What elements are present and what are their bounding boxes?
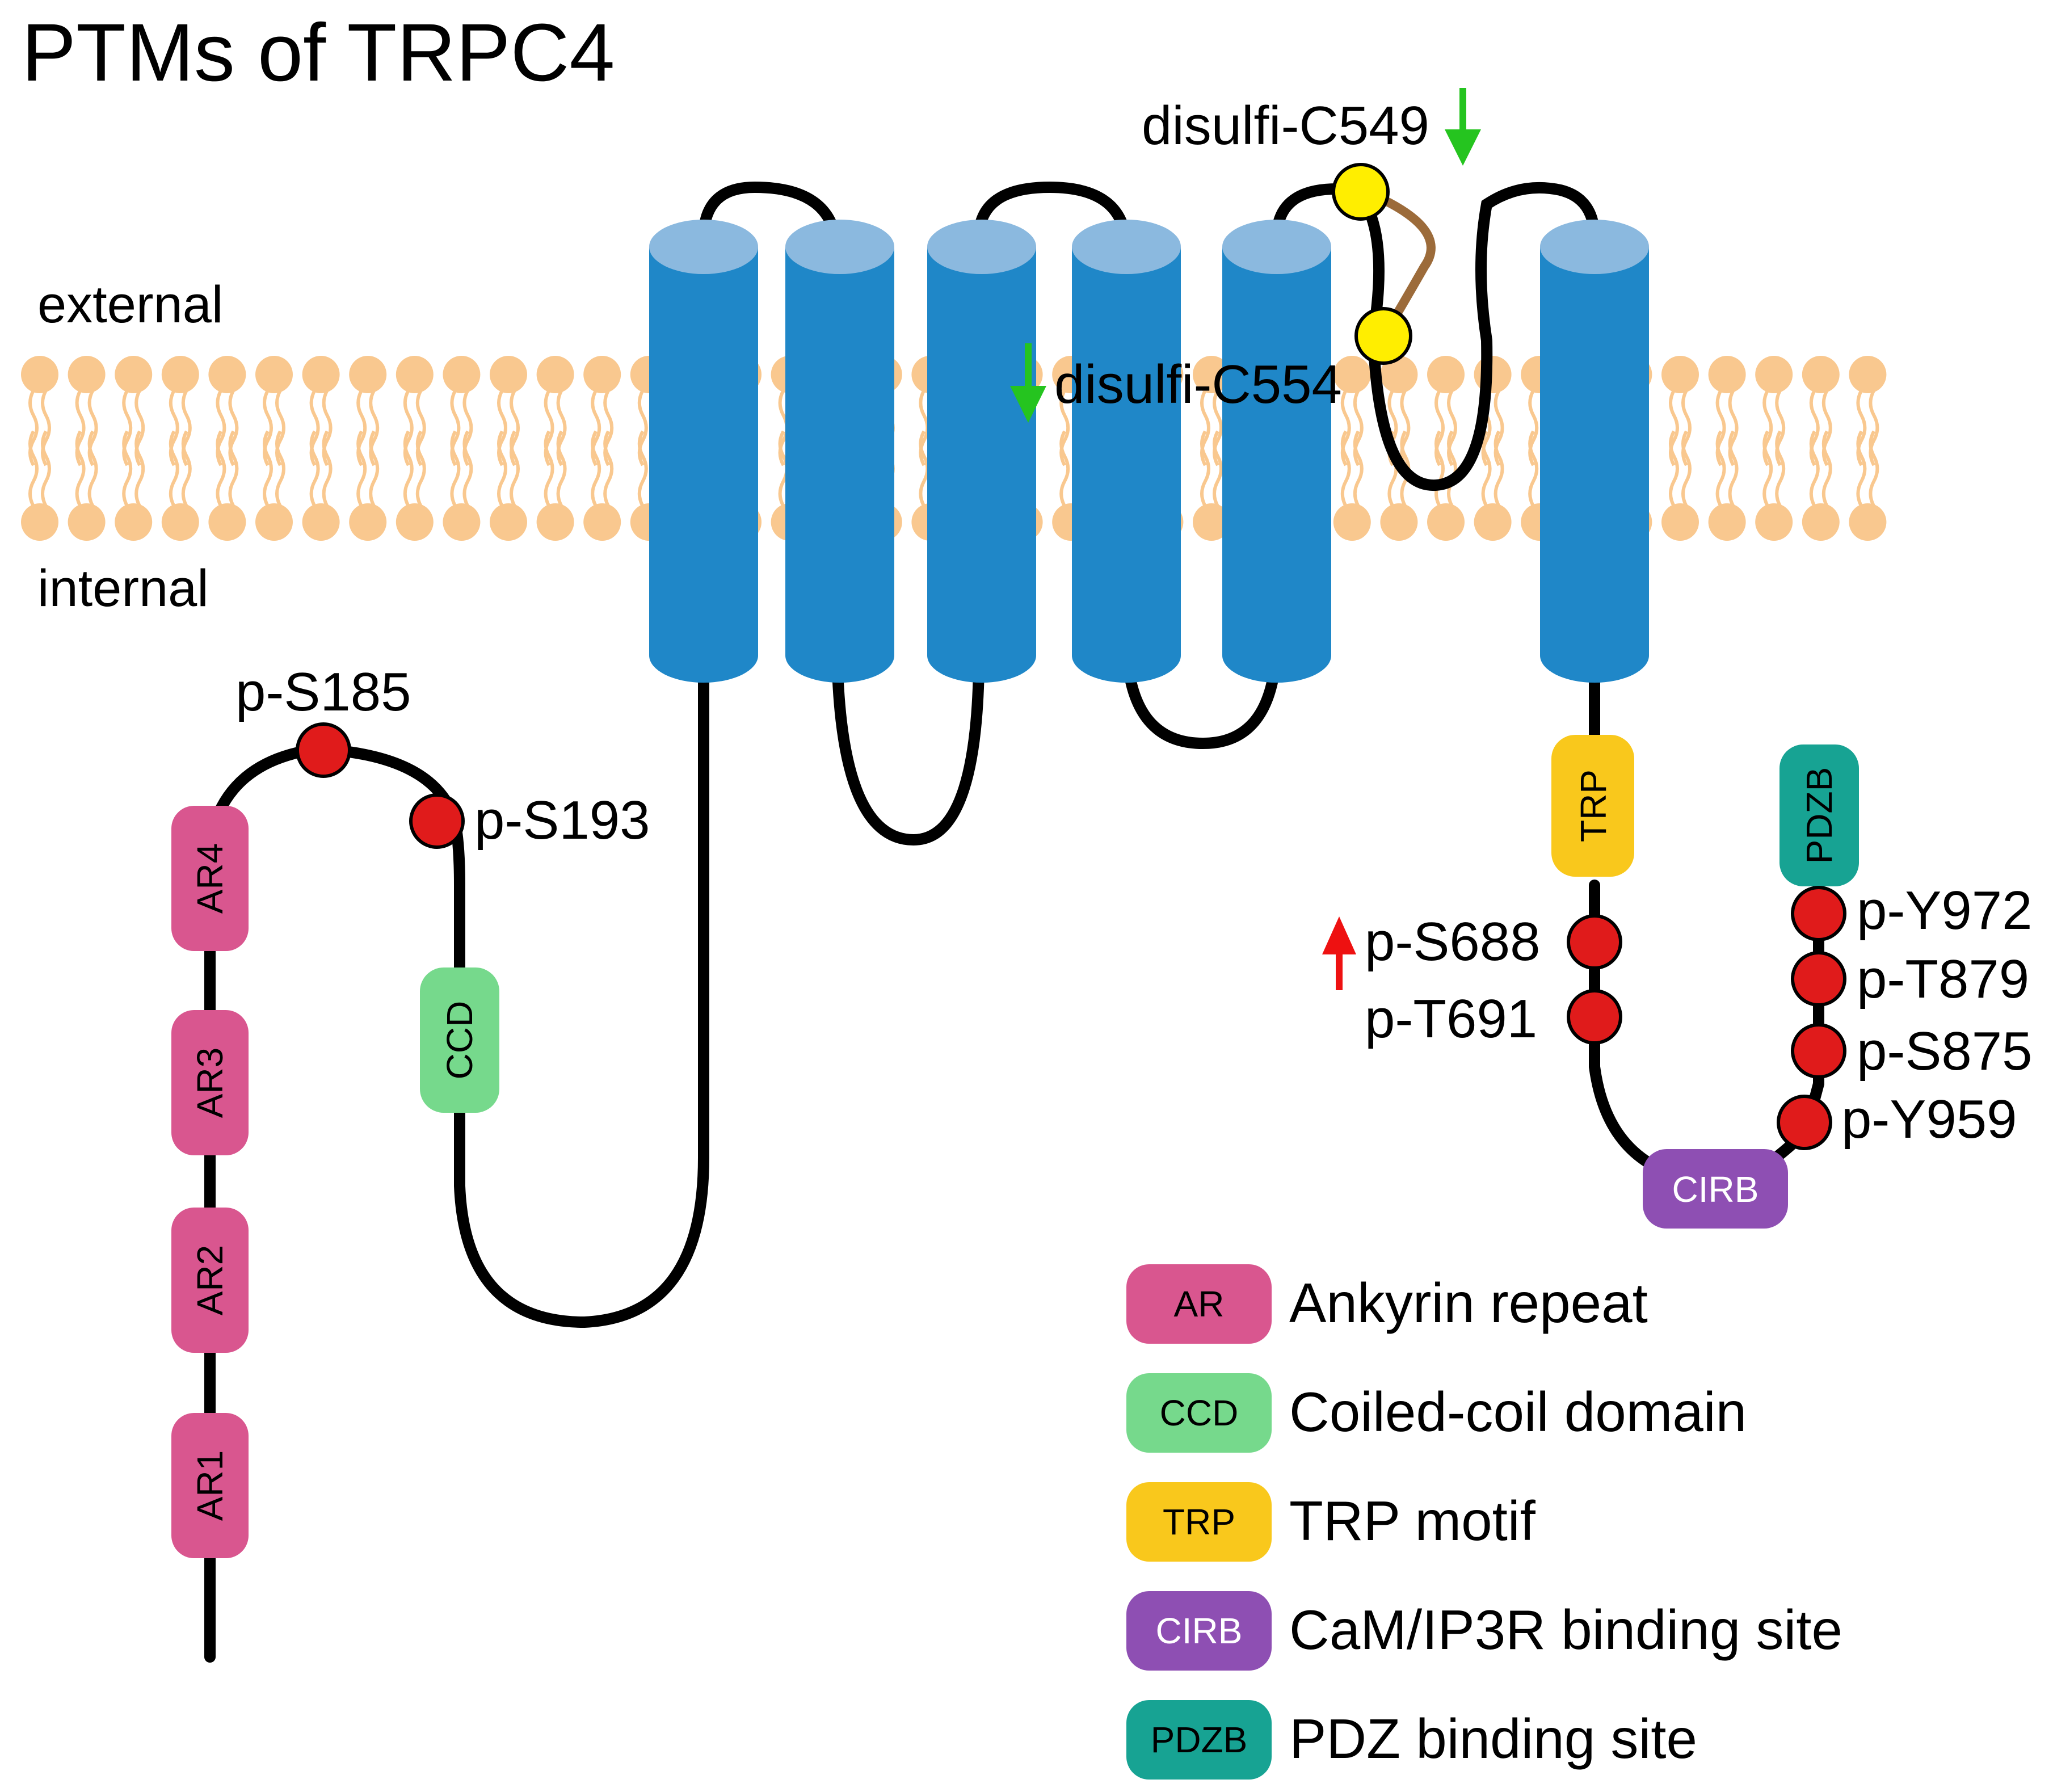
domain-ar4: AR4 (171, 806, 249, 951)
helix-tm3 (927, 220, 1036, 683)
svg-text:AR2: AR2 (190, 1245, 230, 1316)
ptm-label-c549: disulfi-C549 (1142, 95, 1429, 156)
ptm-label-s185: p-S185 (235, 662, 411, 722)
svg-text:AR1: AR1 (190, 1450, 230, 1521)
ptm-site-y959 (1777, 1095, 1832, 1150)
helix-tm1 (649, 220, 758, 683)
svg-text:TRP: TRP (1573, 769, 1614, 842)
svg-text:AR3: AR3 (190, 1048, 230, 1118)
legend-label: Coiled-coil domain (1289, 1381, 1747, 1443)
svg-text:PDZB: PDZB (1799, 767, 1840, 864)
domain-cirb: CIRB (1643, 1149, 1788, 1229)
ptm-site-s193 (409, 793, 465, 849)
arrow-down-c554-icon (1010, 343, 1046, 423)
svg-text:AR4: AR4 (190, 843, 230, 914)
ptm-site-s875 (1791, 1023, 1846, 1079)
legend-abbr: CIRB (1156, 1610, 1243, 1651)
ptm-site-y972 (1791, 886, 1846, 941)
ptm-label-y972: p-Y972 (1857, 880, 2033, 941)
ptm-site-t879 (1791, 951, 1846, 1007)
helix-tm5 (1222, 220, 1331, 683)
ptm-sites (296, 163, 1846, 1150)
domain-ar1: AR1 (171, 1413, 249, 1558)
ptm-label-s875: p-S875 (1857, 1021, 2033, 1082)
domain-ccd: CCD (420, 967, 499, 1113)
external-label: external (37, 276, 223, 334)
legend-item-ccd: CCD Coiled-coil domain (1126, 1373, 1747, 1453)
domain-ar2: AR2 (171, 1208, 249, 1353)
internal-label: internal (37, 560, 209, 617)
arrow-up-s688-icon (1322, 916, 1356, 990)
domain-trp: TRP (1551, 735, 1634, 877)
helix-tm2 (785, 220, 894, 683)
ptm-site-s185 (296, 722, 351, 778)
helix-tm4 (1072, 220, 1181, 683)
arrow-down-c549-icon (1445, 88, 1481, 166)
legend-label: TRP motif (1289, 1490, 1536, 1552)
legend-item-pdzb: PDZB PDZ binding site (1126, 1700, 1697, 1780)
ptm-site-c549 (1332, 163, 1390, 221)
legend-item-cirb: CIRB CaM/IP3R binding site (1126, 1591, 1842, 1671)
ptm-label-t879: p-T879 (1857, 949, 2029, 1009)
legend-label: Ankyrin repeat (1289, 1272, 1648, 1334)
domain-pdzb: PDZB (1779, 744, 1859, 886)
legend-item-ar: AR Ankyrin repeat (1126, 1264, 1648, 1344)
ptm-site-s688 (1567, 914, 1622, 970)
ptm-label-s688: p-S688 (1365, 911, 1541, 972)
ptm-label-y959: p-Y959 (1841, 1089, 2017, 1150)
svg-text:CIRB: CIRB (1672, 1169, 1759, 1210)
ptm-site-c554 (1354, 307, 1412, 365)
legend-label: CaM/IP3R binding site (1289, 1599, 1842, 1661)
svg-text:CCD: CCD (439, 1001, 480, 1080)
legend-abbr: AR (1174, 1284, 1225, 1324)
diagram-title: PTMs of TRPC4 (22, 7, 615, 98)
legend-label: PDZ binding site (1289, 1707, 1697, 1770)
legend-abbr: CCD (1160, 1393, 1239, 1433)
legend-abbr: PDZB (1151, 1719, 1248, 1760)
helix-tm6 (1540, 220, 1649, 683)
ptm-label-t691: p-T691 (1365, 988, 1537, 1049)
ptm-site-t691 (1567, 989, 1622, 1045)
legend-item-trp: TRP TRP motif (1126, 1482, 1536, 1562)
legend-abbr: TRP (1163, 1501, 1235, 1542)
transmembrane-helices (649, 220, 1649, 683)
domain-ar3: AR3 (171, 1010, 249, 1155)
ptm-label-c554: disulfi-C554 (1054, 354, 1342, 415)
ptm-label-s193: p-S193 (474, 790, 650, 851)
